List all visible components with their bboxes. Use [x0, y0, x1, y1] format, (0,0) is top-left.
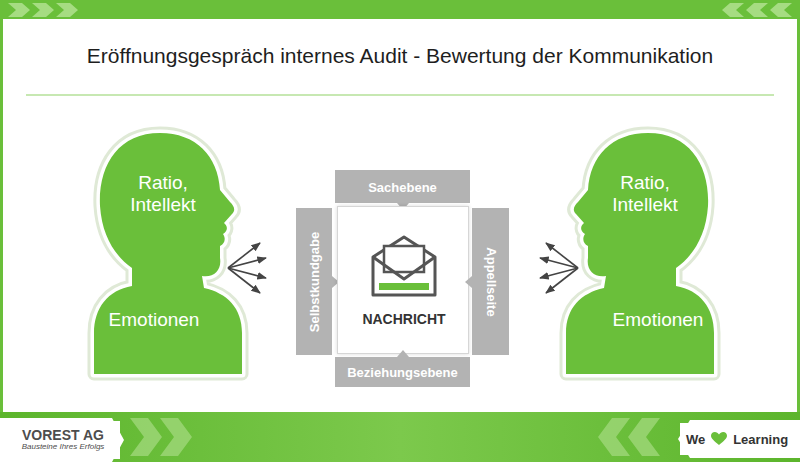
footer-band — [0, 412, 800, 462]
logo-tagline: Bausteine Ihres Erfolgs — [22, 443, 105, 452]
head-label: Emotionen — [109, 309, 200, 331]
title-divider — [26, 94, 774, 95]
company-logo: VOREST AGBausteine Ihres Erfolgs — [6, 421, 120, 459]
head-label: Ratio, Intellekt — [599, 172, 691, 216]
slogan-ground — [678, 420, 800, 458]
logo-ground — [0, 418, 124, 462]
message-side-tab: Selbstkundgabe — [296, 208, 332, 355]
head-label: Emotionen — [613, 309, 704, 331]
head-outline — [90, 128, 248, 378]
message-side-tab: Sachebene — [335, 170, 470, 203]
message-label: NACHRICHT — [362, 311, 445, 327]
slogan-word: Learning — [733, 432, 788, 447]
head-silhouette: Ratio, IntellektEmotionen — [560, 128, 718, 378]
speech-fan — [228, 243, 266, 293]
side-border — [0, 0, 3, 462]
head-outline — [560, 128, 718, 378]
slogan-box: We Learning — [680, 423, 794, 455]
envelope-icon — [369, 233, 439, 299]
head-label: Ratio, Intellekt — [117, 172, 209, 216]
side-label: Sachebene — [368, 179, 437, 194]
side-label: Appellseite — [483, 247, 498, 316]
logo-text: VOREST AG — [22, 428, 104, 443]
head-silhouette: Ratio, IntellektEmotionen — [90, 128, 248, 378]
diagram-title: Eröffnungsgespräch internes Audit - Bewe… — [0, 44, 800, 68]
message-side-tab: Beziehungsebene — [335, 357, 470, 387]
heart-icon — [711, 432, 727, 446]
slogan-word: We — [686, 432, 705, 447]
side-label: Selbstkundgabe — [307, 231, 322, 331]
footer-chevrons — [130, 418, 660, 456]
side-label: Beziehungsebene — [347, 365, 458, 380]
tab-notch — [456, 274, 472, 290]
top-chevrons — [8, 3, 792, 17]
top-bar — [0, 0, 800, 19]
message-box: NACHRICHT — [337, 206, 469, 354]
tab-notch — [395, 341, 411, 357]
side-border — [797, 0, 800, 462]
speech-fan — [540, 243, 578, 293]
message-side-tab: Appellseite — [472, 208, 509, 355]
